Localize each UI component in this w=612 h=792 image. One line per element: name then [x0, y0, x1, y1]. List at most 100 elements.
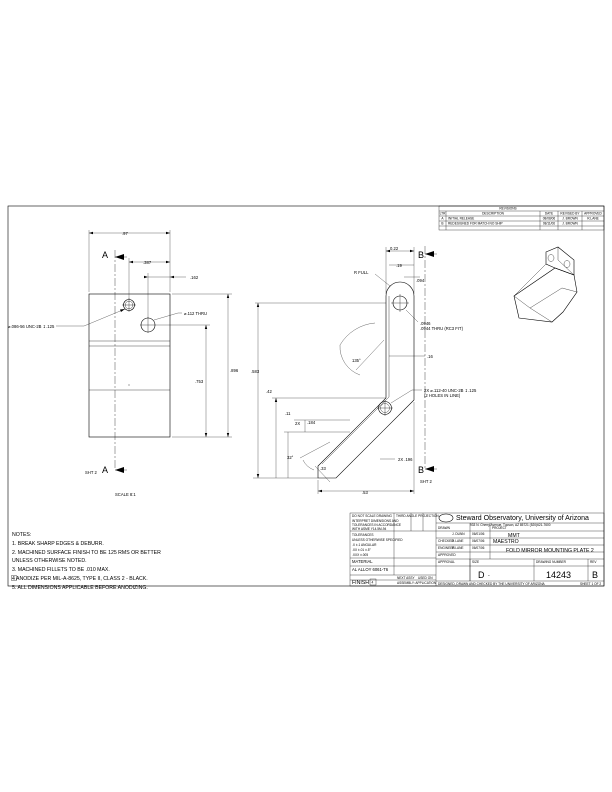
callout-rc3-a: .0946 — [420, 321, 431, 326]
tb-tol-4: TOLERANCES — [352, 533, 374, 537]
rev-header-desc: DESCRIPTION — [482, 212, 504, 216]
angle-135: 135° — [352, 358, 361, 363]
dim-2x-0196: 2X .196 — [398, 457, 413, 462]
tb-tol-1: INTERPRET DIMENSIONS AND — [352, 519, 399, 523]
rev-header-by: REVISED BY — [560, 212, 580, 216]
tb-tol-8: .XXX ±.005 — [352, 553, 368, 557]
rev-row-a-desc: INITIAL RELEASE — [448, 217, 474, 221]
tb-tol-6: .X ±.1 ANGULAR — [352, 543, 377, 547]
tb-dwg-no: 14243 — [546, 570, 571, 580]
tb-sheet: SHEET 1 OF 2 — [580, 582, 601, 586]
tb-tol-7: .XX ±.01 ±.5° — [352, 548, 371, 552]
dim-053: .53 — [362, 490, 368, 495]
callout-thru: ⌀.112 THRU — [184, 311, 207, 316]
tb-rev: B — [592, 570, 598, 580]
tb-material: AL ALLOY 6061-T6 — [352, 567, 389, 572]
note-5: 5. ALL DIMENSIONS APPLICABLE BEFORE ANOD… — [12, 585, 148, 591]
side-part-outline — [317, 281, 415, 479]
front-view: .97 .387 .162 A A SHT 2 .896 .753 — [8, 230, 239, 497]
rev-row-b-by: J. BROWN — [562, 222, 578, 226]
dim-097: .97 — [122, 231, 128, 236]
isometric-view — [513, 246, 578, 323]
tb-drawn-date: 06/01/06 — [472, 532, 485, 536]
note-2b: UNLESS OTHERWISE NOTED. — [12, 558, 87, 564]
tb-next-assy: NEXT ASSY — [397, 576, 416, 580]
tb-used-on: USED ON — [418, 576, 433, 580]
dim-016: .16 — [427, 354, 433, 359]
rev-row-b-desc: REDESIGNED FOR MATCH NO SHIP — [448, 222, 503, 226]
rev-header-ltr: LTR — [440, 212, 446, 216]
note-4: 4 ANODIZE PER MIL-A-8625, TYPE II, CLASS… — [12, 576, 148, 582]
tb-org: Steward Observatory, University of Arizo… — [456, 515, 589, 522]
revisions-title: REVISIONS — [499, 207, 516, 211]
tb-address: 933 N. Cherry Avenue, Tucson, AZ 85721 (… — [470, 523, 551, 527]
section-b-bottom: B — [418, 465, 424, 475]
tb-project: MMT — [508, 533, 521, 539]
note-2: 2. MACHINED SURFACE FINISH TO BE 125 RMS… — [12, 550, 161, 556]
dim-033: .33 — [320, 466, 326, 471]
tb-checked-date: 06/07/06 — [472, 539, 485, 543]
dim-019: .19 — [396, 263, 402, 268]
tb-subproject: MAESTRO — [493, 539, 519, 545]
tb-tolerance-header: DO NOT SCALE DRAWING — [352, 514, 392, 518]
front-sht-label: SHT 2 — [85, 470, 97, 475]
tb-checked-label: CHECKED — [438, 539, 454, 543]
tb-third-angle: THIRD ANGLE PROJECTION — [396, 514, 439, 518]
tb-project-label: PROJECT — [492, 526, 507, 530]
tb-tol-5: UNLESS OTHERWISE SPECIFIED — [352, 538, 403, 542]
tb-size-label: SIZE — [472, 560, 479, 564]
dim-0896: .896 — [230, 368, 239, 373]
callout-holes-2: (2 HOLES IN LINE) — [424, 393, 461, 398]
tb-engineer-label: ENGINEER — [438, 546, 455, 550]
dim-0387: .387 — [143, 260, 152, 265]
front-part-outline — [88, 293, 171, 438]
tb-drawn-by: J. DUNN — [452, 532, 465, 536]
dim-0184: .184 — [307, 420, 316, 425]
dim-011: .11 — [285, 411, 291, 416]
rev-row-a-ltr: A — [441, 217, 444, 221]
section-a-bottom: A — [102, 465, 108, 475]
tb-size-dash: - — [488, 573, 490, 579]
tb-approved2-label: APPROVAL — [438, 560, 455, 564]
tb-rev-label: REV — [590, 560, 597, 564]
tb-tol-2: TOLERANCES IN ACCORDANCE — [352, 523, 401, 527]
dim-0583: .583 — [251, 369, 260, 374]
scale-label: SCALE 8:1 — [115, 492, 136, 497]
rev-row-b-date: 08/11/06 — [543, 222, 555, 226]
notes-title: NOTES: — [12, 532, 31, 538]
callout-rc3-b: .0944 THRU (RC3 FIT) — [420, 326, 464, 331]
rev-row-a-date: 08/08/06 — [543, 217, 556, 221]
note-1: 1. BREAK SHARP EDGES & DEBURR. — [12, 541, 104, 547]
dim-0094: .094 — [416, 278, 425, 283]
radius-label: R FULL — [354, 270, 369, 275]
tb-engineer-date: 06/07/06 — [472, 546, 485, 550]
sheet-border — [7, 205, 605, 587]
rev-row-a-appr: R.LANE — [587, 217, 599, 221]
dim-0162: .162 — [190, 275, 199, 280]
tb-material-label: MATERIAL — [352, 559, 373, 564]
tb-tol-3: WITH ASME Y14.5M-94 — [352, 527, 387, 531]
callout-holes: 2X ⌀.112-40 UNC-2B ↧.125 — [424, 388, 477, 393]
tb-approved-label: APPROVED — [438, 553, 456, 557]
tb-checked-by: R.LANE — [452, 539, 464, 543]
revisions-table: REVISIONS LTR DESCRIPTION DATE REVISED B… — [438, 205, 605, 231]
observatory-logo — [438, 513, 454, 523]
tb-finish-label: FINISH — [352, 580, 369, 586]
angle-32: 32° — [287, 455, 294, 460]
rev-row-a-by: J. BROWN — [562, 217, 578, 221]
tb-engineer: R.LANE — [452, 546, 464, 550]
tb-assembly: ASSEMBLY: APPLICATION — [397, 581, 437, 585]
tb-finish-note: 4 — [372, 581, 374, 585]
tb-title: FOLD MIRROR MOUNTING PLATE 2 — [506, 548, 594, 554]
notes: NOTES: 1. BREAK SHARP EDGES & DEBURR. 2.… — [11, 532, 161, 591]
tb-footer: DESIGNED, DRAWN AND CHECKED BY THE UNIVE… — [438, 582, 546, 586]
side-sht-label: SHT 2 — [420, 479, 432, 484]
tb-size: D — [478, 570, 485, 580]
section-a-top: A — [102, 250, 108, 260]
dim-042: .42 — [266, 389, 272, 394]
rev-header-date: DATE — [545, 212, 553, 216]
rev-header-appr: APPROVED — [584, 212, 602, 216]
dim-0753: .753 — [195, 379, 204, 384]
tb-dwg-label: DRAWING NUMBER — [536, 560, 567, 564]
